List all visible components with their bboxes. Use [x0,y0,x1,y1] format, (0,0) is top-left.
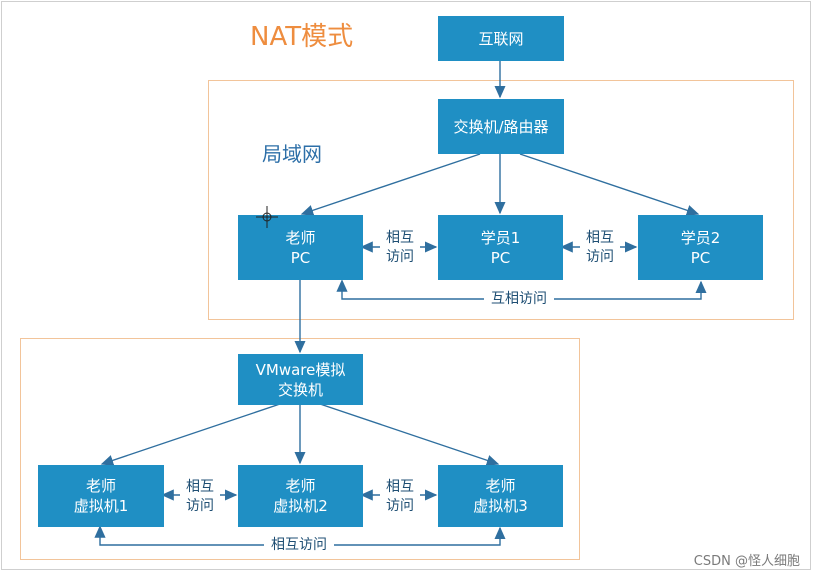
student1-pc-line1: 学员1 [480,228,521,247]
label-teacher-student1: 相互 访问 [380,229,420,267]
teacher-pc-line1: 老师 [285,228,316,247]
label-student1-student2: 相互 访问 [580,229,620,267]
csdn-watermark: CSDN @怪人细胞 [693,554,800,569]
edge-router-to-student2-pc [519,153,700,216]
internet-node: 互联网 [438,16,564,61]
vm1-line2: 虚拟机1 [73,497,129,515]
vmware-switch-line1: VMware模拟 [255,360,346,379]
label-pcs-bottom: 互相访问 [484,290,554,309]
vm2-node: 老师 虚拟机2 [238,465,363,527]
switch-router-label: 交换机/路由器 [453,117,549,136]
vm2-line2: 虚拟机2 [273,497,328,515]
teacher-pc-node: 老师 PC [238,215,363,280]
edge-vmswitch-to-vm3 [319,403,500,466]
label-vm2-vm3-line1: 相互 [386,479,414,495]
internet-label: 互联网 [478,29,524,48]
label-teacher-student1-line1: 相互 [386,230,414,246]
vm1-line1: 老师 [85,477,116,495]
vm3-line1: 老师 [485,477,516,495]
student2-pc-line2: PC [690,248,711,267]
label-vm1-vm2: 相互 访问 [180,478,220,516]
teacher-pc-line2: PC [290,248,311,267]
student2-pc-node: 学员2 PC [638,215,763,280]
label-vm1-vm2-line2: 访问 [186,498,214,514]
label-vm1-vm2-line1: 相互 [186,479,214,495]
label-pcs-bottom-text: 互相访问 [491,291,547,307]
vm2-line1: 老师 [285,477,316,495]
label-vm2-vm3-line2: 访问 [386,498,414,514]
vm3-node: 老师 虚拟机3 [438,465,563,527]
crosshair-cursor-icon [256,206,278,228]
label-student1-student2-line1: 相互 [586,230,614,246]
edge-router-to-teacher-pc [300,153,481,216]
label-teacher-student1-line2: 访问 [386,249,414,265]
lan-label: 局域网 [262,142,322,166]
student1-pc-node: 学员1 PC [438,215,563,280]
vm1-node: 老师 虚拟机1 [38,465,164,527]
vm3-line2: 虚拟机3 [473,497,528,515]
lan-region [208,80,794,320]
vmware-switch-node: VMware模拟 交换机 [238,354,363,405]
edge-vmswitch-to-vm1 [100,403,281,466]
label-vms-bottom: 相互访问 [264,536,334,555]
label-student1-student2-line2: 访问 [586,249,614,265]
student2-pc-line1: 学员2 [680,228,721,247]
vmware-switch-line2: 交换机 [277,380,323,399]
student1-pc-line2: PC [490,248,511,267]
label-vm2-vm3: 相互 访问 [380,478,420,516]
diagram-title: NAT模式 [250,22,354,52]
switch-router-node: 交换机/路由器 [438,99,564,154]
label-vms-bottom-text: 相互访问 [271,537,327,553]
